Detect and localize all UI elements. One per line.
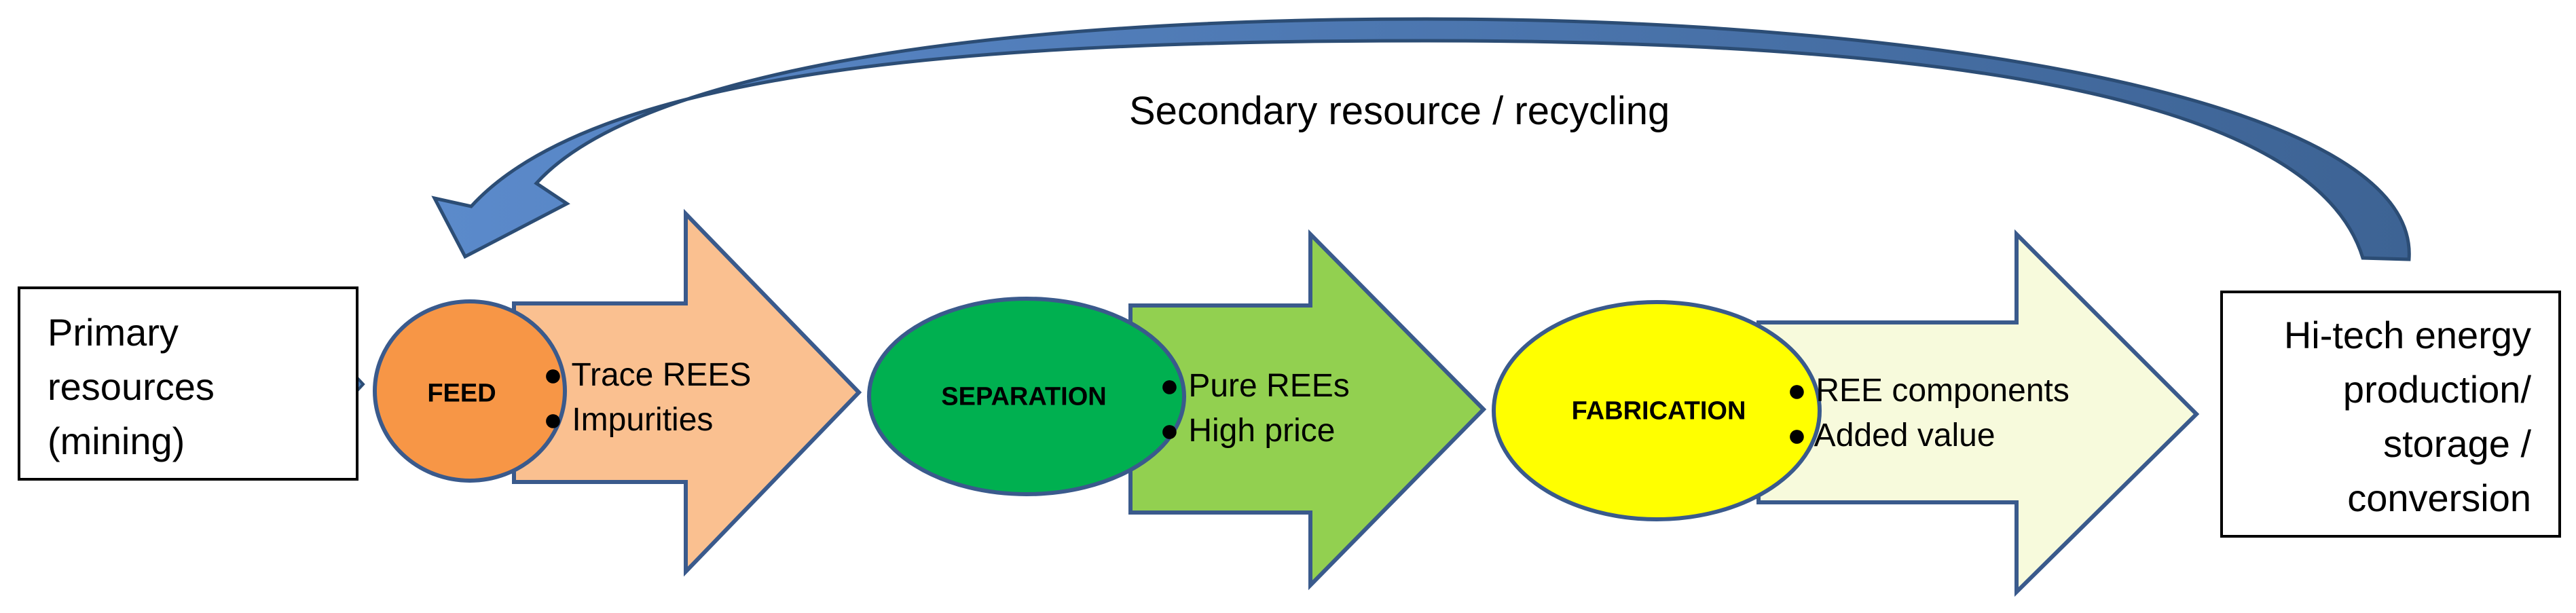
feed-bullet-1: ● Trace REES (543, 357, 752, 393)
fabrication-bullets: ● REE components ● Added value (1787, 369, 2069, 458)
fabrication-oval (1492, 300, 1822, 521)
separation-arrow (1128, 229, 1487, 591)
recycle-label: Secondary resource / recycling (1129, 89, 1670, 133)
feed-oval (373, 299, 567, 483)
output-line-2: production/ (2342, 368, 2531, 411)
output-line-4: conversion (2347, 477, 2531, 519)
primary-line-1: Primary (48, 311, 179, 354)
feed-arrow (512, 208, 862, 577)
separation-bullet-1: ● Pure REEs (1160, 368, 1350, 404)
separation-bullets: ● Pure REEs ● High price (1160, 364, 1350, 453)
separation-oval (867, 297, 1186, 496)
feed-bullets: ● Trace REES ● Impurities (543, 353, 751, 443)
separation-bullet-2: ● High price (1160, 413, 1336, 449)
fabrication-arrow (1756, 229, 2200, 597)
hitech-energy-box: Hi-tech energy production/ storage / con… (2220, 291, 2561, 538)
feed-bullet-2: ● Impurities (543, 402, 714, 438)
fabrication-label: FABRICATION (1571, 396, 1746, 426)
recycle-curved-arrow (431, 17, 2411, 261)
output-line-1: Hi-tech energy (2283, 314, 2531, 356)
feed-label: FEED (427, 379, 496, 408)
fabrication-bullet-2: ● Added value (1787, 417, 1995, 453)
output-line-3: storage / (2383, 422, 2531, 465)
primary-line-2: resources (48, 365, 215, 408)
separation-label: SEPARATION (941, 382, 1107, 411)
fabrication-bullet-1: ● REE components (1787, 373, 2069, 409)
primary-resources-box: Primary resources (mining) (18, 286, 358, 481)
primary-line-3: (mining) (48, 420, 185, 462)
